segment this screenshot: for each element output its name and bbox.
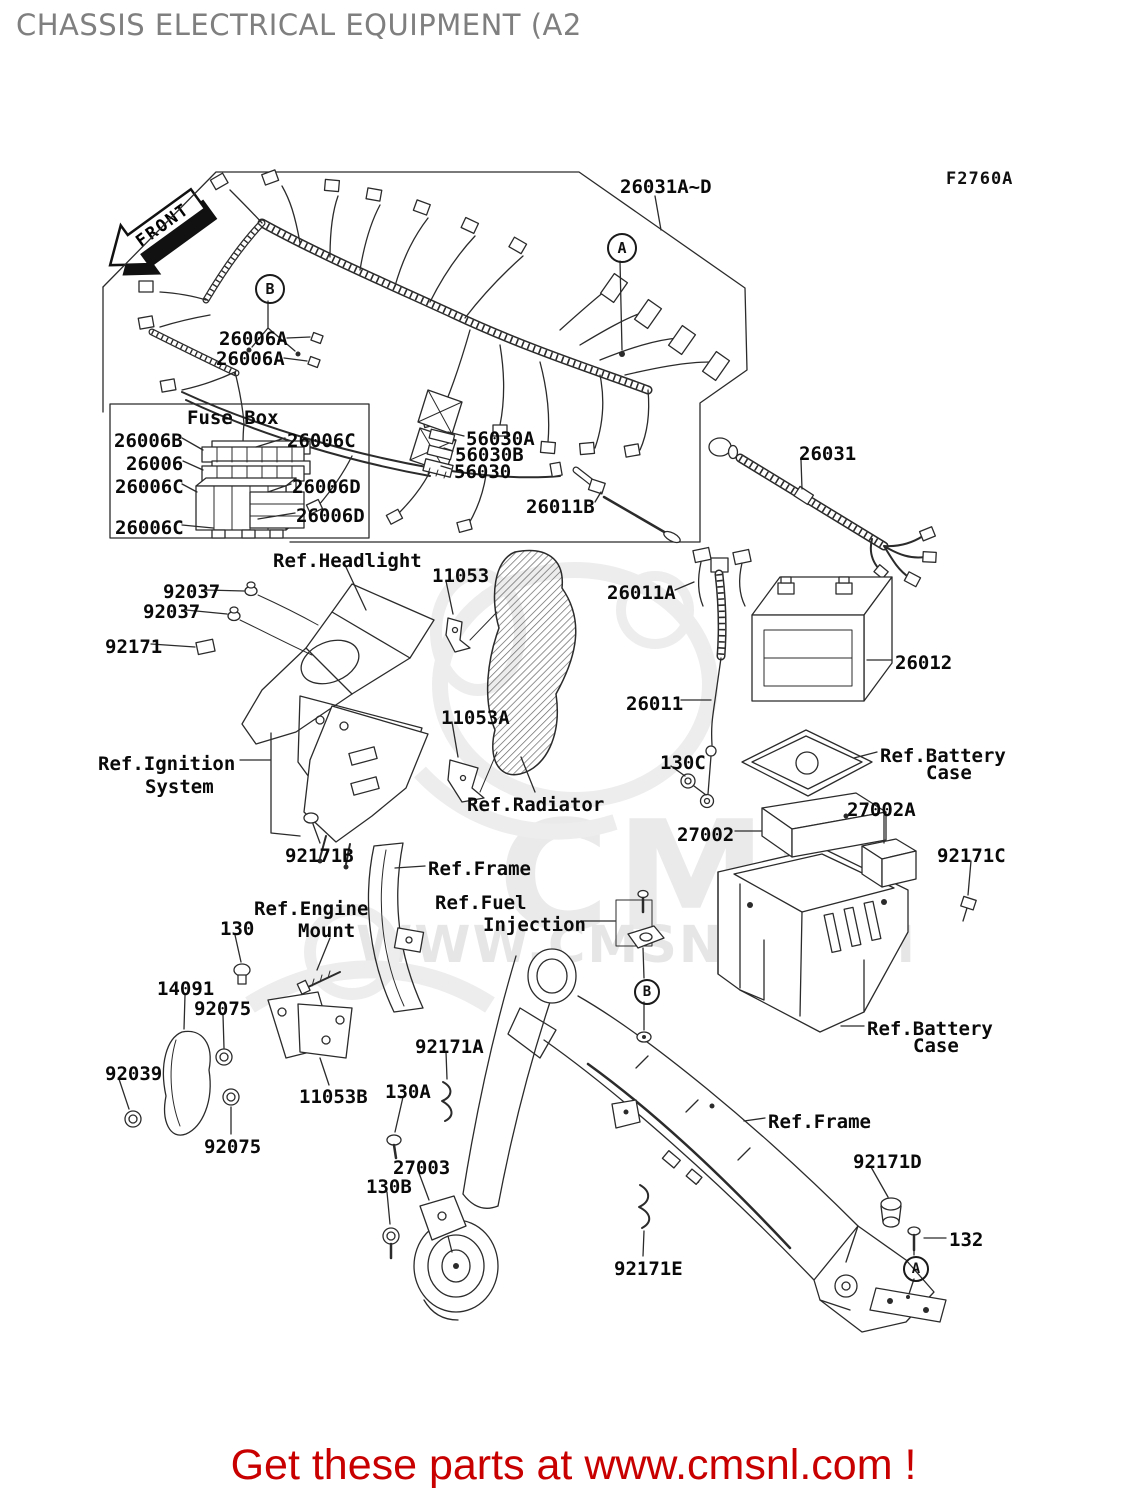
- ref-label-ignition: Ref.Ignition: [98, 753, 236, 775]
- frame-front-member-drawing: [367, 842, 425, 1013]
- part-label-26011b: 26011B: [526, 496, 595, 518]
- fuse-box-title: Fuse Box: [187, 407, 279, 429]
- ref-label-battery-upper-case: Case: [926, 762, 972, 784]
- battery-lead-26011a-drawing: [692, 546, 752, 607]
- part-label-130a: 130A: [385, 1081, 431, 1103]
- part-label-26006d-2: 26006D: [296, 505, 365, 527]
- part-label-92171d: 92171D: [853, 1151, 922, 1173]
- part-label-92075-2: 92075: [204, 1136, 262, 1158]
- ref-label-fuel: Ref.Fuel: [435, 892, 527, 914]
- part-label-11053b: 11053B: [299, 1086, 368, 1108]
- part-label-92039: 92039: [105, 1063, 163, 1085]
- part-label-26006c-1: 26006C: [287, 430, 356, 452]
- battery-drawing: [751, 576, 893, 702]
- part-label-92075-1: 92075: [194, 998, 252, 1020]
- ref-label-frame-left: Ref.Frame: [428, 858, 531, 880]
- part-label-92171: 92171: [105, 636, 163, 658]
- fuel-injection-group-drawing: [615, 889, 665, 1043]
- cover-14091-drawing: [124, 1030, 211, 1136]
- part-label-92037-2: 92037: [143, 601, 201, 623]
- radiator-bracket-drawing: [445, 611, 498, 803]
- part-label-11053a: 11053A: [441, 707, 510, 729]
- ref-label-radiator: Ref.Radiator: [467, 794, 605, 816]
- part-label-26031ad: 26031A~D: [620, 176, 712, 198]
- battery-case-upper-drawing: [741, 729, 873, 797]
- ref-label-battery-upper: Ref.Battery: [880, 745, 1006, 767]
- ref-label-engine-mount: Mount: [298, 920, 356, 942]
- part-label-26006c-3: 26006C: [115, 517, 184, 539]
- part-label-26006a-1: 26006A: [219, 328, 288, 350]
- ref-label-fuel-injection: Injection: [483, 914, 586, 936]
- cable-26031-drawing: [708, 437, 937, 588]
- ref-label-engine: Ref.Engine: [254, 898, 369, 920]
- leader-lines: [118, 195, 972, 1257]
- part-label-26012: 26012: [895, 652, 953, 674]
- part-label-92171b: 92171B: [285, 845, 354, 867]
- page-title: CHASSIS ELECTRICAL EQUIPMENT (A2: [16, 8, 582, 42]
- callout-b-bottom: B: [634, 979, 660, 1005]
- part-label-130b: 130B: [366, 1176, 412, 1198]
- part-label-26011: 26011: [626, 693, 684, 715]
- part-label-27002a: 27002A: [847, 799, 916, 821]
- wiring-harness-drawing: [137, 169, 731, 544]
- ignition-bracket-drawing: [303, 705, 429, 870]
- part-label-26031: 26031: [799, 443, 857, 465]
- part-label-26006d-1: 26006D: [292, 476, 361, 498]
- part-label-92171c: 92171C: [937, 845, 1006, 867]
- part-label-92171e: 92171E: [614, 1258, 683, 1280]
- figure-code: F2760A: [946, 169, 1014, 189]
- ref-label-ignition-system: System: [145, 776, 214, 798]
- part-label-92171a: 92171A: [415, 1036, 484, 1058]
- part-label-26006a-2: 26006A: [216, 348, 285, 370]
- relay-drawing: [861, 838, 977, 922]
- callout-a-top: A: [607, 233, 637, 263]
- part-label-26006b: 26006B: [114, 430, 183, 452]
- callout-b-top: B: [255, 274, 285, 304]
- callout-a-bottom: A: [903, 1256, 929, 1282]
- harness-boundary-box: [102, 171, 748, 543]
- radiator-drawing: [486, 549, 577, 776]
- part-label-56030b: 56030B: [455, 444, 524, 466]
- ref-label-frame-right: Ref.Frame: [768, 1111, 871, 1133]
- part-label-11053: 11053: [432, 565, 490, 587]
- headlight-drawing: [195, 581, 435, 807]
- ref-label-headlight: Ref.Headlight: [273, 550, 422, 572]
- part-label-14091: 14091: [157, 978, 215, 1000]
- part-label-26006c-2: 26006C: [115, 476, 184, 498]
- engine-mount-drawing: [215, 963, 353, 1106]
- part-label-27003: 27003: [393, 1157, 451, 1179]
- ref-label-battery-lower-case: Case: [913, 1035, 959, 1057]
- part-label-26011a: 26011A: [607, 582, 676, 604]
- battery-case-lower-drawing: [717, 847, 909, 1033]
- fuse-box-drawing: [109, 403, 370, 539]
- ecu-drawing: [761, 792, 887, 858]
- part-label-130c: 130C: [660, 752, 706, 774]
- battery-cable-26011-drawing: [680, 557, 729, 809]
- part-label-26006: 26006: [126, 453, 184, 475]
- ref-label-battery-lower: Ref.Battery: [867, 1018, 993, 1040]
- junction-box-drawing: [409, 389, 463, 479]
- cmsnl-banner-link[interactable]: Get these parts at www.cmsnl.com !: [230, 1441, 917, 1489]
- horn-drawing: [382, 1195, 499, 1321]
- part-label-92037-1: 92037: [163, 581, 221, 603]
- part-label-132: 132: [949, 1229, 984, 1251]
- part-label-56030a: 56030A: [466, 428, 535, 450]
- part-label-27002: 27002: [677, 824, 735, 846]
- part-label-130: 130: [220, 918, 255, 940]
- part-label-56030: 56030: [454, 461, 512, 483]
